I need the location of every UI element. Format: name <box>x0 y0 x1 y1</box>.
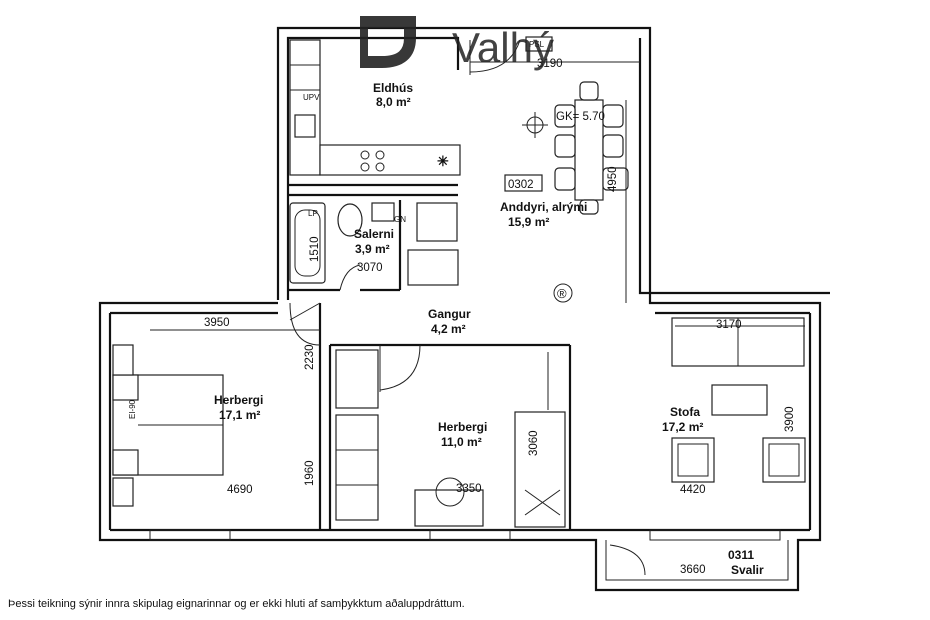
disclaimer-text: Þessi teikning sýnir innra skipulag eign… <box>8 598 465 610</box>
svg-text:GN: GN <box>394 215 406 224</box>
brand-logo: Valhý <box>360 16 554 71</box>
brand-name: Valhý <box>452 24 554 71</box>
dim-3660: 3660 <box>680 564 706 576</box>
room-bed2-name: Herbergi <box>438 420 487 434</box>
room-entry-name: Anddyri, alrými <box>500 200 587 214</box>
room-bed1-name: Herbergi <box>214 393 263 407</box>
dim-3900: 3900 <box>784 406 796 432</box>
svg-text:LP: LP <box>308 209 318 218</box>
psl-label: PSL <box>529 40 545 49</box>
room-hall-area: 4,2 m² <box>431 322 466 336</box>
dim-4950: 4950 <box>607 166 619 192</box>
dim-3070: 3070 <box>357 262 383 274</box>
room-wc-area: 3,9 m² <box>355 242 390 256</box>
room-balcony-name: Svalir <box>731 563 764 577</box>
room-hall-name: Gangur <box>428 307 471 321</box>
svg-text:✳: ✳ <box>437 153 449 169</box>
dim-1960: 1960 <box>304 460 316 486</box>
gk-label: GK= 5.70 <box>556 111 605 123</box>
unit-number-box <box>504 174 543 192</box>
bed-double: EI-90 <box>112 344 224 507</box>
bathroom-fixtures: LP GN <box>289 202 459 286</box>
dim-3170: 3170 <box>716 319 742 331</box>
exterior-walls <box>98 26 830 592</box>
dim-4690: 4690 <box>227 484 253 496</box>
dining-table <box>522 81 629 215</box>
balcony-number: 0311 <box>728 548 754 562</box>
room-living-name: Stofa <box>670 405 700 419</box>
room-entry-area: 15,9 m² <box>508 215 549 229</box>
unit-number: 0302 <box>508 179 534 191</box>
room-bed1-area: 17,1 m² <box>219 408 260 422</box>
kitchen-units: ✳ UPV <box>289 39 461 176</box>
dim-2230: 2230 <box>304 344 316 370</box>
dim-3350: 3350 <box>456 483 482 495</box>
living-furniture <box>671 317 806 483</box>
dim-1510: 1510 <box>309 236 321 262</box>
bedroom2-furniture <box>414 352 566 528</box>
interior-walls <box>288 183 572 530</box>
doors <box>289 39 646 576</box>
dim-4420: 4420 <box>680 484 706 496</box>
wardrobe <box>335 349 379 521</box>
dimension-lines <box>150 61 805 331</box>
dim-3190: 3190 <box>537 58 563 70</box>
svg-text:EI-90: EI-90 <box>128 399 137 419</box>
dim-3950: 3950 <box>204 317 230 329</box>
room-living-area: 17,2 m² <box>662 420 703 434</box>
registered-circle <box>553 283 573 303</box>
room-bed2-area: 11,0 m² <box>441 435 482 449</box>
svg-text:UPV: UPV <box>303 93 320 102</box>
psl-box <box>525 36 553 52</box>
room-kitchen-name: Eldhús <box>373 81 413 95</box>
room-wc-name: Salerni <box>354 227 394 241</box>
dim-3060: 3060 <box>528 430 540 456</box>
registered-mark: ® <box>557 286 567 301</box>
room-kitchen-area: 8,0 m² <box>376 95 411 109</box>
